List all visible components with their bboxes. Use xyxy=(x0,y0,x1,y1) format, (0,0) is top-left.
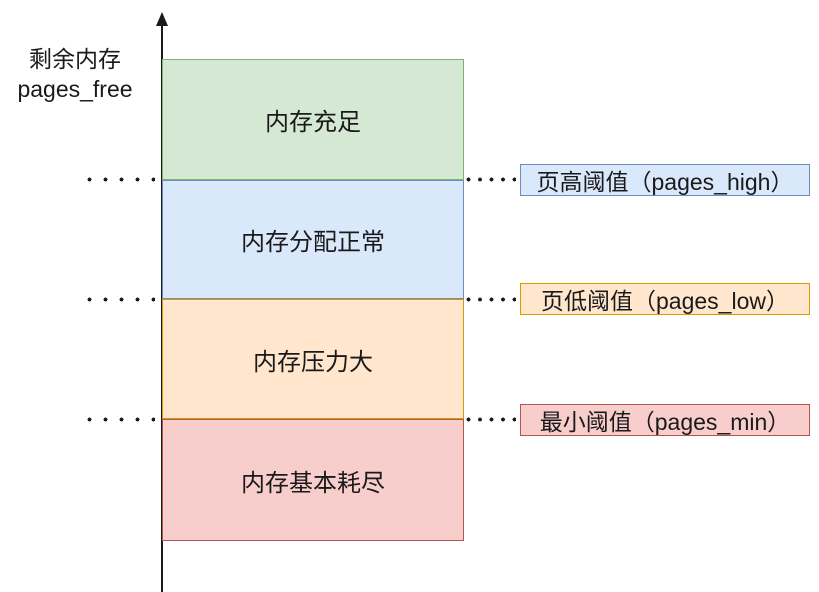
threshold-box-pages-min: 最小阈值（pages_min） xyxy=(520,404,810,436)
zone-label-memory-allocation-normal: 内存分配正常 xyxy=(241,229,385,256)
threshold-box-pages-high: 页高阈值（pages_high） xyxy=(520,164,810,196)
zone-memory-exhausted: 内存基本耗尽 xyxy=(162,419,464,541)
threshold-label-pages-high: 页高阈值（pages_high） xyxy=(536,169,794,195)
dotted-connector-left-pages-low xyxy=(87,297,155,302)
threshold-label-pages-min: 最小阈值（pages_min） xyxy=(539,409,791,435)
dotted-connector-right-pages-min xyxy=(466,417,516,422)
zone-memory-sufficient: 内存充足 xyxy=(162,59,464,180)
dotted-connector-left-pages-high xyxy=(87,177,155,182)
y-axis-label-en: pages_free xyxy=(17,76,133,102)
threshold-label-pages-low: 页低阈值（pages_low） xyxy=(541,288,789,314)
zone-memory-allocation-normal: 内存分配正常 xyxy=(162,180,464,299)
zone-label-memory-sufficient: 内存充足 xyxy=(265,109,361,136)
dotted-connector-left-pages-min xyxy=(87,417,155,422)
dotted-connector-right-pages-high xyxy=(466,177,516,182)
dotted-connector-right-pages-low xyxy=(466,297,516,302)
zone-memory-pressure-high: 内存压力大 xyxy=(162,299,464,419)
zone-label-memory-exhausted: 内存基本耗尽 xyxy=(241,469,385,497)
y-axis-label-cn: 剩余内存 xyxy=(29,46,121,72)
threshold-box-pages-low: 页低阈值（pages_low） xyxy=(520,283,810,315)
zone-label-memory-pressure-high: 内存压力大 xyxy=(253,348,373,376)
arrow-up-icon xyxy=(156,12,168,26)
y-axis-label: 剩余内存 pages_free xyxy=(2,44,148,104)
